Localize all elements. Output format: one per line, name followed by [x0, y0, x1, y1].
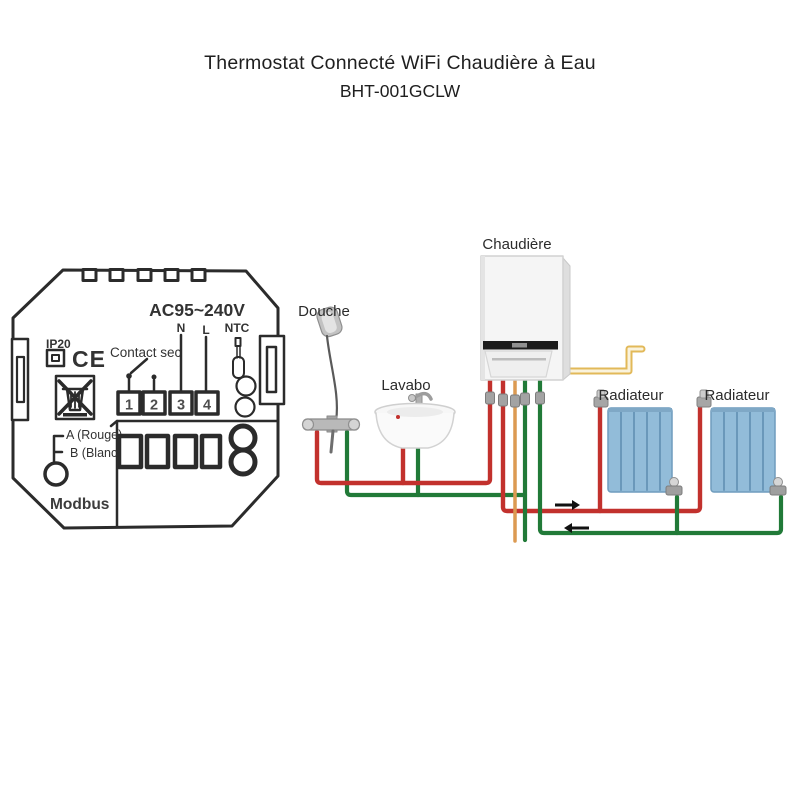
- sink-label: Lavabo: [381, 377, 430, 394]
- mounting-slot-left: [10, 337, 30, 422]
- model-number: BHT-001GCLW: [339, 81, 461, 101]
- dry-contact-switch-icon: [126, 357, 157, 394]
- page-title: Thermostat Connecté WiFi Chaudière à Eau: [204, 52, 596, 74]
- ntc-label: NTC: [225, 321, 250, 335]
- modbus-a-label: A (Rouge): [66, 428, 122, 442]
- thermostat-wiring-diagram: AC95~240V N L NTC IP20 CE Contact sec: [10, 268, 286, 530]
- terminal-3: [168, 390, 194, 416]
- flow-arrow-icon: [555, 500, 580, 510]
- boiler-label: Chaudière: [482, 236, 551, 253]
- pipe-valve-icon: [498, 393, 508, 407]
- weee-icon: [54, 374, 96, 421]
- terminal-1: [116, 390, 142, 416]
- ip20-icon: [45, 348, 66, 368]
- thermostat-cable: [556, 345, 646, 375]
- ntc-terminal-circles: [228, 423, 258, 477]
- sink-illustration: [374, 391, 456, 449]
- pipe-valve-icon: [510, 394, 520, 408]
- radiator-2-label: Radiateur: [704, 387, 769, 404]
- pipe-valve-icon: [535, 391, 545, 405]
- radiator-1-label: Radiateur: [598, 387, 663, 404]
- ip-rating-label: IP20: [46, 337, 71, 351]
- radiator-2-illustration: [696, 389, 787, 496]
- hot-water-pipe: [314, 377, 493, 486]
- terminal-1-number: 1: [125, 398, 133, 414]
- shower-label: Douche: [298, 303, 350, 320]
- boiler-illustration: [480, 255, 571, 381]
- terminal-3-number: 3: [177, 398, 185, 414]
- pipe-valve-icon: [520, 392, 530, 406]
- heating-flow-pipe: [500, 377, 703, 514]
- ntc-probe-icon: [232, 337, 257, 418]
- modbus-label: Modbus: [50, 496, 109, 513]
- voltage-label: AC95~240V: [149, 300, 245, 320]
- pipe-valve-icon: [485, 391, 495, 405]
- terminal-4-number: 4: [203, 398, 211, 414]
- dry-contact-label: Contact sec: [110, 345, 182, 360]
- return-arrow-icon: [564, 523, 589, 533]
- top-clip-notches: [81, 268, 207, 282]
- terminal-2-number: 2: [150, 398, 158, 414]
- radiator-1-illustration: [593, 389, 683, 496]
- terminal-slot-openings: [116, 433, 223, 470]
- cold-water-pipe: [344, 429, 528, 498]
- terminal-4: [194, 390, 220, 416]
- boiler-pipe-valves: [485, 391, 545, 408]
- modbus-connector-icon: [43, 434, 69, 487]
- title-block: Thermostat Connecté WiFi Chaudière à Eau…: [0, 52, 800, 102]
- mounting-slot-right: [258, 334, 286, 406]
- ce-mark-icon: CE: [72, 346, 106, 372]
- neutral-label: N: [177, 321, 186, 335]
- shower-illustration: [301, 306, 361, 454]
- modbus-b-label: B (Blanc): [70, 446, 121, 460]
- installation-diagram: Chaudière Douche Lavabo Radiateur Radiat…: [298, 236, 787, 543]
- terminal-blocks: [116, 390, 220, 416]
- live-label: L: [202, 323, 209, 337]
- terminal-2: [141, 390, 167, 416]
- heating-return-pipe: [522, 377, 784, 543]
